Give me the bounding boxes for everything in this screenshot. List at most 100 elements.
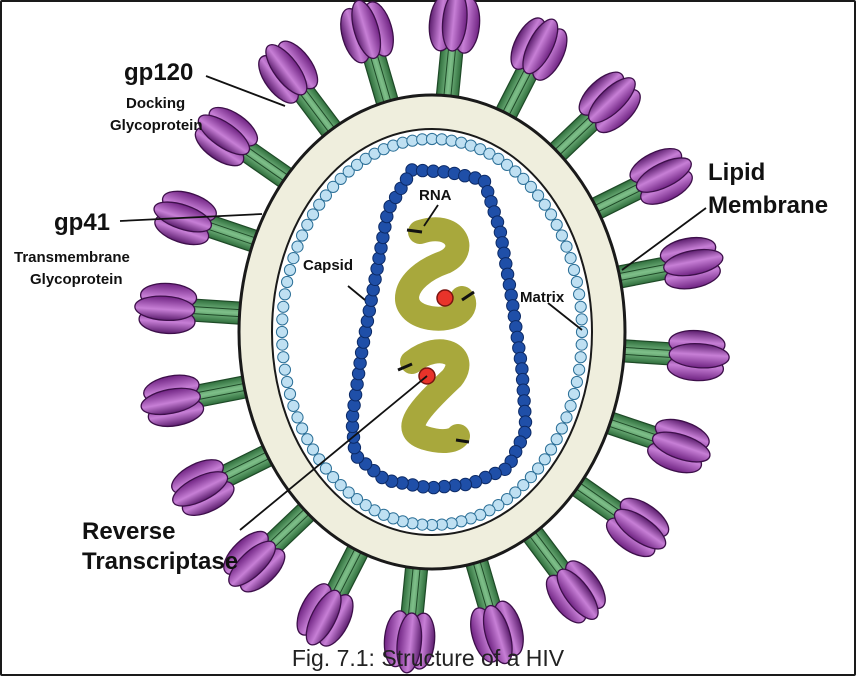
matrix-bead xyxy=(313,198,326,211)
gp120-knob xyxy=(223,530,286,593)
label-reverse: Reverse xyxy=(82,518,175,545)
matrix-bead xyxy=(555,229,569,242)
gp120-knob xyxy=(140,374,205,428)
matrix-bead xyxy=(276,338,289,351)
matrix-bead xyxy=(334,172,347,185)
matrix-bead xyxy=(492,499,505,512)
matrix-bead xyxy=(567,263,581,277)
leader-rna xyxy=(423,204,439,227)
label-gp120-desc-2: Glycoprotein xyxy=(110,117,203,134)
gp120-knob xyxy=(258,40,319,104)
matrix-bead xyxy=(368,504,381,517)
label-capsid: Capsid xyxy=(303,257,353,274)
gp120-knob xyxy=(605,497,670,558)
matrix-bead xyxy=(281,375,294,389)
rna-strand-upper xyxy=(395,217,476,331)
matrix-bead xyxy=(276,313,289,326)
matrix-bead xyxy=(306,443,320,456)
matrix-bead xyxy=(517,172,530,185)
gp120-knob xyxy=(647,418,711,474)
matrix-bead xyxy=(313,453,326,466)
gp120-knob xyxy=(296,583,354,647)
matrix-bead xyxy=(544,443,558,456)
label-matrix: Matrix xyxy=(520,289,565,306)
matrix-bead xyxy=(573,288,586,301)
matrix-bead xyxy=(538,453,551,466)
rna-tail-1 xyxy=(406,228,423,234)
spike xyxy=(580,403,711,474)
matrix-bead xyxy=(517,479,530,492)
matrix-bead xyxy=(524,471,538,484)
matrix-bead xyxy=(567,387,581,401)
label-lipid: Lipid xyxy=(708,159,765,186)
matrix-bead xyxy=(570,375,584,389)
matrix-bead xyxy=(306,208,320,221)
matrix-bead xyxy=(283,263,297,277)
matrix-bead xyxy=(574,351,587,364)
matrix-bead xyxy=(287,399,300,412)
label-gp120-desc-1: Docking xyxy=(126,95,185,112)
matrix-bead xyxy=(301,218,314,231)
matrix-bead xyxy=(327,471,340,484)
matrix-bead xyxy=(334,479,347,492)
rna-tail-2 xyxy=(461,290,475,302)
matrix-bead xyxy=(575,313,588,326)
matrix-bead xyxy=(524,180,538,193)
matrix-bead xyxy=(555,422,569,435)
spike xyxy=(296,521,380,647)
matrix-bead xyxy=(350,158,364,171)
gp120-knob xyxy=(134,282,198,335)
matrix-bead xyxy=(342,486,355,499)
leader-capsid xyxy=(347,285,366,301)
matrix-bead xyxy=(544,208,558,221)
matrix-bead xyxy=(575,325,589,339)
spike xyxy=(458,532,524,665)
matrix-bead xyxy=(560,240,573,253)
gp120-knob xyxy=(510,17,568,81)
matrix-bead xyxy=(319,462,332,475)
matrix-bead xyxy=(278,363,291,376)
gp120-knob xyxy=(578,71,641,134)
leader-gp41 xyxy=(119,213,263,222)
gp120-knob xyxy=(153,190,217,246)
matrix-bead xyxy=(573,363,586,376)
figure-caption: Fig. 7.1: Structure of a HIV xyxy=(291,645,565,671)
gp120-knob xyxy=(428,0,481,54)
matrix-bead xyxy=(327,180,340,193)
gp120-knob xyxy=(171,459,235,517)
matrix-bead xyxy=(500,158,514,171)
capsid xyxy=(345,163,533,495)
capsid-bead xyxy=(399,172,414,186)
spike xyxy=(595,329,730,382)
matrix-bead xyxy=(278,288,291,301)
label-membrane: Membrane xyxy=(708,192,828,219)
matrix-bead xyxy=(532,189,545,202)
leader-gp120 xyxy=(205,75,286,107)
gp120-knob xyxy=(194,106,259,167)
leader-reverse-transcriptase xyxy=(239,375,428,531)
matrix-bead xyxy=(296,229,309,242)
matrix-bead xyxy=(509,165,522,178)
matrix-bead xyxy=(532,462,545,475)
leader-lipid xyxy=(621,207,707,271)
matrix-bead xyxy=(350,493,364,506)
matrix-bead xyxy=(538,198,551,211)
gp120-knob xyxy=(470,600,524,665)
gp120-knob xyxy=(666,329,730,382)
matrix-bead xyxy=(301,433,314,446)
matrix-bead xyxy=(564,399,577,412)
matrix-bead xyxy=(359,499,372,512)
label-gp120: gp120 xyxy=(124,59,193,86)
matrix-bead xyxy=(500,493,514,506)
matrix-bead xyxy=(296,422,309,435)
matrix-layer xyxy=(275,132,589,532)
matrix-bead xyxy=(564,252,577,265)
rna-tail-3 xyxy=(397,362,413,372)
gp120-knob xyxy=(383,610,436,674)
matrix-bead xyxy=(575,338,588,351)
matrix-bead xyxy=(291,240,304,253)
matrix-bead xyxy=(277,300,290,313)
matrix-bead xyxy=(509,486,522,499)
matrix-bead xyxy=(342,165,355,178)
